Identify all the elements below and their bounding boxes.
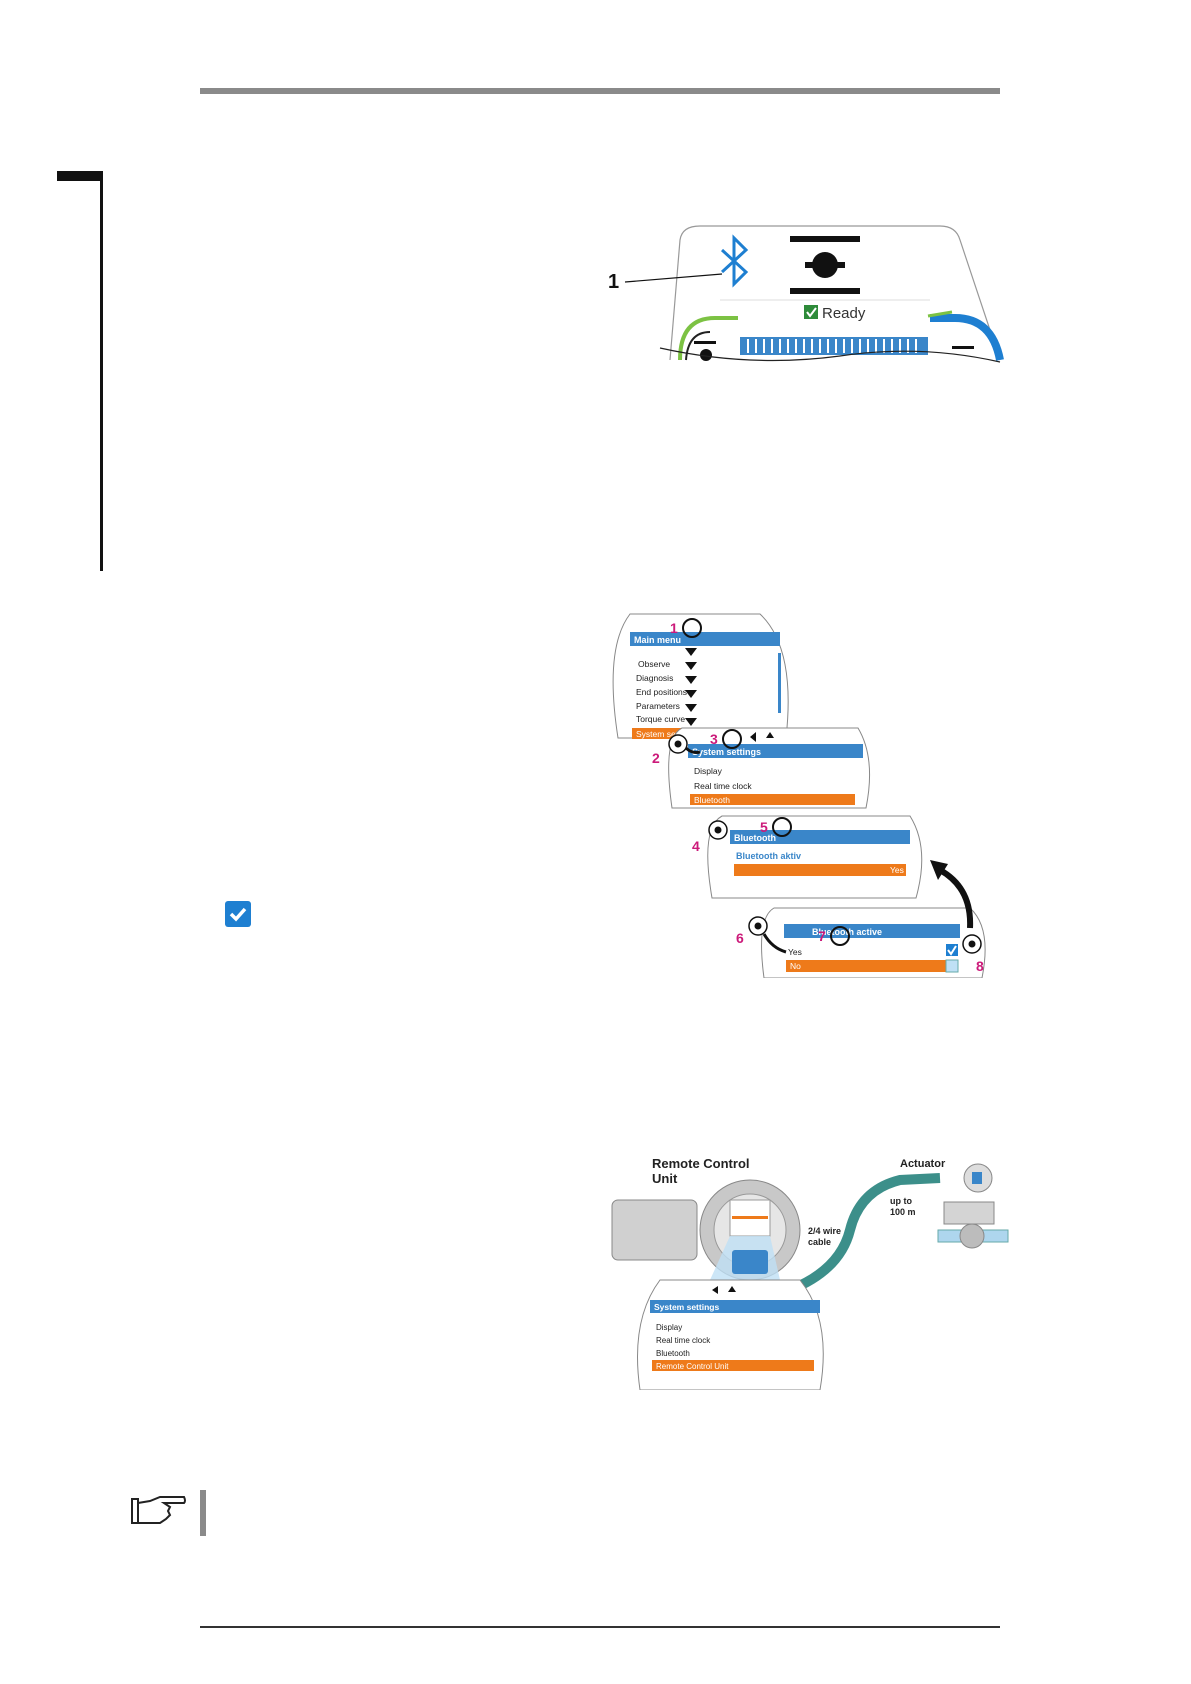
pointing-hand-icon xyxy=(130,1493,188,1527)
step-1-label: 1 xyxy=(670,620,678,636)
distance-label-line1: up to xyxy=(890,1196,912,1206)
cable-icon xyxy=(788,1173,941,1295)
rcu-menu-item-bluetooth: Bluetooth xyxy=(656,1349,690,1358)
valve-symbol-icon xyxy=(790,236,860,294)
main-menu-item-end-positions: End positions xyxy=(636,687,687,697)
footer-rule xyxy=(200,1626,1000,1628)
chapter-sidebar-line xyxy=(100,171,103,571)
step-8-label: 8 xyxy=(976,958,984,974)
callout-1-label: 1 xyxy=(608,271,619,293)
cable-label-line1: 2/4 wire xyxy=(808,1226,841,1236)
checkbox-checked-icon xyxy=(225,901,251,927)
scroll-arrows-icon xyxy=(685,648,697,726)
step-5-label: 5 xyxy=(760,819,768,835)
step-6-label: 6 xyxy=(736,930,744,946)
bluetooth-aktiv-value: Yes xyxy=(890,865,904,875)
main-menu-item-system-settings: System settings xyxy=(636,729,696,739)
rcu-menu-item-display: Display xyxy=(656,1323,682,1332)
main-menu-item-observe: Observe xyxy=(638,659,670,669)
actuator-icon xyxy=(937,1163,1009,1249)
status-ready-text: Ready xyxy=(822,305,866,322)
main-menu-item-torque-curve: Torque curve xyxy=(636,714,685,724)
system-settings-title: System settings xyxy=(692,747,761,757)
figure-remote-control-unit: Remote Control Unit 2/4 wire cable Actua… xyxy=(611,1156,1009,1390)
bluetooth-icon xyxy=(720,234,749,288)
distance-label-line2: 100 m xyxy=(890,1207,916,1217)
rcu-label-line2: Unit xyxy=(652,1171,678,1186)
system-settings-item-bluetooth: Bluetooth xyxy=(694,795,730,805)
main-menu-item-diagnosis: Diagnosis xyxy=(636,673,673,683)
step-3-label: 3 xyxy=(710,731,718,747)
option-no: No xyxy=(790,961,801,971)
rcu-menu-title: System settings xyxy=(654,1302,719,1312)
system-settings-item-clock: Real time clock xyxy=(694,781,752,791)
main-menu-title: Main menu xyxy=(634,635,681,645)
rcu-housing-icon xyxy=(611,1199,698,1261)
rcu-label-line1: Remote Control xyxy=(652,1156,750,1171)
cable-label-line2: cable xyxy=(808,1237,831,1247)
option-yes: Yes xyxy=(788,947,802,957)
no-checkbox-icon xyxy=(945,959,959,973)
ready-check-icon xyxy=(804,305,818,319)
system-settings-item-display: Display xyxy=(694,766,723,776)
actuator-label: Actuator xyxy=(900,1158,946,1170)
header-rule xyxy=(200,88,1000,94)
bluetooth-title: Bluetooth xyxy=(734,833,776,843)
main-menu-title-bar xyxy=(630,632,780,646)
figure-display-bluetooth: 1 Ready xyxy=(608,225,1004,363)
position-progress-bar xyxy=(740,337,928,355)
rcu-menu-item-remote-control: Remote Control Unit xyxy=(656,1362,729,1371)
note-bar xyxy=(200,1490,206,1536)
rcu-menu-item-clock: Real time clock xyxy=(656,1336,711,1345)
bluetooth-aktiv-label: Bluetooth aktiv xyxy=(736,851,801,861)
step-7-label: 7 xyxy=(818,928,826,944)
step-2-label: 2 xyxy=(652,750,660,766)
main-menu-item-parameters: Parameters xyxy=(636,701,680,711)
step-4-label: 4 xyxy=(692,838,700,854)
figure-bluetooth-menu-steps: Main menu Observe Diagnosis End position… xyxy=(612,613,986,978)
chapter-tab xyxy=(57,171,103,181)
rotate-knob-icon xyxy=(682,618,702,638)
